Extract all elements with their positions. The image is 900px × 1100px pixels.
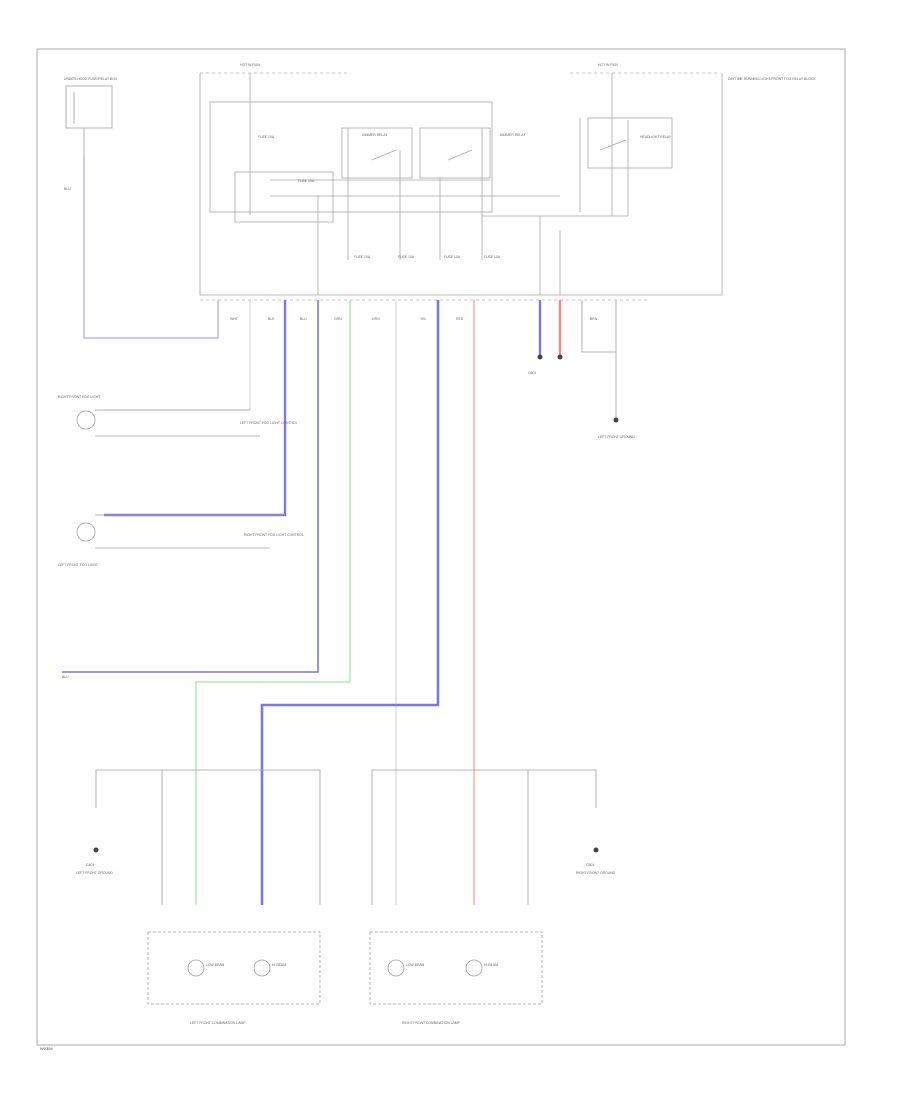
- wire-code-labels: BLU WHT BLK BLU GRN ORG YEL RED BRN BLU: [62, 187, 598, 679]
- svg-text:BLU: BLU: [62, 675, 69, 679]
- footer-code: W0394: [40, 1046, 53, 1051]
- left-bulb-ctrl-label: LEFT FRONT FOG LIGHT CONTROL: [240, 421, 298, 425]
- right-fog-label: RIGHT FRONT FOG LIGHT: [58, 395, 100, 399]
- svg-text:FUSE 10A: FUSE 10A: [354, 255, 371, 259]
- svg-text:BLU: BLU: [64, 187, 71, 191]
- svg-text:DIMMER RELAY: DIMMER RELAY: [500, 133, 526, 137]
- wires-main: [62, 300, 617, 905]
- headlight-right-assembly: [369, 769, 597, 1005]
- svg-text:HI BEAM: HI BEAM: [484, 963, 498, 967]
- ground-center-label: G601: [528, 371, 536, 375]
- svg-text:G501: G501: [586, 863, 594, 867]
- ground-right-label: LEFT FRONT GROUND: [598, 435, 635, 439]
- relay-block-labels: DAYTIME RUNNING LIGHT/FRONT FOG RELAY BL…: [258, 77, 816, 259]
- fog-light-left: [76, 514, 285, 549]
- hot-run-right-label: HOT IN RUN: [598, 63, 618, 67]
- svg-text:RED: RED: [456, 317, 464, 321]
- svg-text:RIGHT FRONT COMBINATION LAMP: RIGHT FRONT COMBINATION LAMP: [402, 1021, 461, 1025]
- hot-run-left-label: HOT IN RUN: [240, 63, 260, 67]
- svg-text:LOW BEAM: LOW BEAM: [206, 963, 224, 967]
- svg-text:FUSE 10A: FUSE 10A: [484, 255, 501, 259]
- svg-text:FUSE 10A: FUSE 10A: [298, 179, 315, 183]
- svg-text:LEFT FRONT COMBINATION LAMP: LEFT FRONT COMBINATION LAMP: [190, 1021, 246, 1025]
- svg-text:WHT: WHT: [230, 317, 238, 321]
- svg-text:G401: G401: [86, 863, 94, 867]
- svg-text:LOW BEAM: LOW BEAM: [406, 963, 424, 967]
- ground-center: [537, 354, 619, 423]
- svg-text:FUSE 10A: FUSE 10A: [444, 255, 461, 259]
- svg-text:HEADLIGHT RELAY: HEADLIGHT RELAY: [640, 135, 672, 139]
- svg-text:ORG: ORG: [372, 317, 380, 321]
- svg-text:BRN: BRN: [590, 317, 598, 321]
- svg-text:YEL: YEL: [420, 317, 427, 321]
- svg-text:BLU: BLU: [300, 317, 307, 321]
- svg-text:DIMMER RELAY: DIMMER RELAY: [362, 133, 388, 137]
- svg-text:GRN: GRN: [334, 317, 342, 321]
- right-bulb-ctrl-label: RIGHT FRONT FOG LIGHT CONTROL: [244, 533, 304, 537]
- svg-text:HI BEAM: HI BEAM: [272, 963, 286, 967]
- headlight-left-assembly: [95, 769, 321, 1005]
- left-fog-label: LEFT FRONT FOG LIGHT: [58, 563, 98, 567]
- top-left-component: [65, 85, 113, 155]
- svg-text:RIGHT FRONT GROUND: RIGHT FRONT GROUND: [576, 871, 616, 875]
- svg-text:FUSE 10A: FUSE 10A: [258, 135, 275, 139]
- svg-text:BLK: BLK: [268, 317, 275, 321]
- ground-lamps: [93, 847, 599, 853]
- svg-text:LEFT FRONT GROUND: LEFT FRONT GROUND: [76, 871, 113, 875]
- diagram-frame: [36, 48, 846, 1046]
- svg-text:DAYTIME RUNNING LIGHT/FRONT FO: DAYTIME RUNNING LIGHT/FRONT FOG RELAY BL…: [728, 77, 816, 81]
- relay-block-frame: [199, 73, 723, 296]
- fuse-box-label: UNDER-HOOD FUSE/RELAY BOX: [64, 77, 118, 81]
- lamp-labels: LOW BEAM HI BEAM LOW BEAM HI BEAM LEFT F…: [76, 863, 616, 1025]
- fog-light-right: [76, 409, 260, 437]
- svg-text:FUSE 10A: FUSE 10A: [398, 255, 415, 259]
- wire-blu-left: [83, 155, 219, 339]
